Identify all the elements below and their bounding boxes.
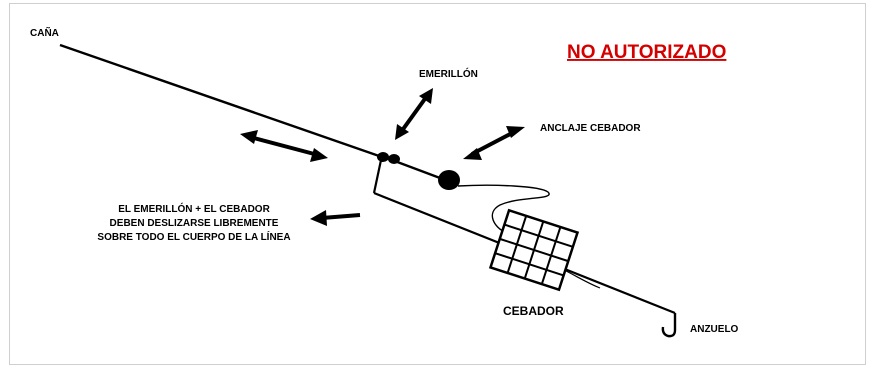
note-line-3: SOBRE TODO EL CUERPO DE LA LÍNEA: [97, 230, 290, 243]
main-line-upper: [391, 158, 441, 180]
double-arrow-slide: [240, 130, 328, 162]
warning-label: NO AUTORIZADO: [567, 42, 726, 63]
swivel-shape: [377, 152, 400, 164]
label-hook: ANZUELO: [690, 324, 739, 335]
feeder-anchor-ball: [438, 170, 460, 190]
label-rod: CAÑA: [30, 26, 59, 39]
main-line: [59, 43, 383, 159]
feeder-cage: [488, 208, 580, 292]
double-arrow-anchor: [463, 126, 525, 160]
arrow-note: [310, 210, 361, 226]
note-line-1: EL EMERILLÓN + EL CEBADOR: [118, 202, 270, 215]
hook-shape: [661, 313, 677, 338]
label-swivel: EMERILLÓN: [419, 67, 478, 80]
feeder-connector-line: [457, 184, 550, 233]
label-feeder-anchor: ANCLAJE CEBADOR: [540, 123, 641, 134]
note-line-2: DEBEN DESLIZARSE LIBREMENTE: [110, 218, 279, 229]
diagram-frame: [9, 3, 866, 365]
swivel-leader: [372, 159, 383, 194]
label-feeder: CEBADOR: [503, 304, 564, 318]
double-arrow-swivel: [395, 88, 433, 140]
